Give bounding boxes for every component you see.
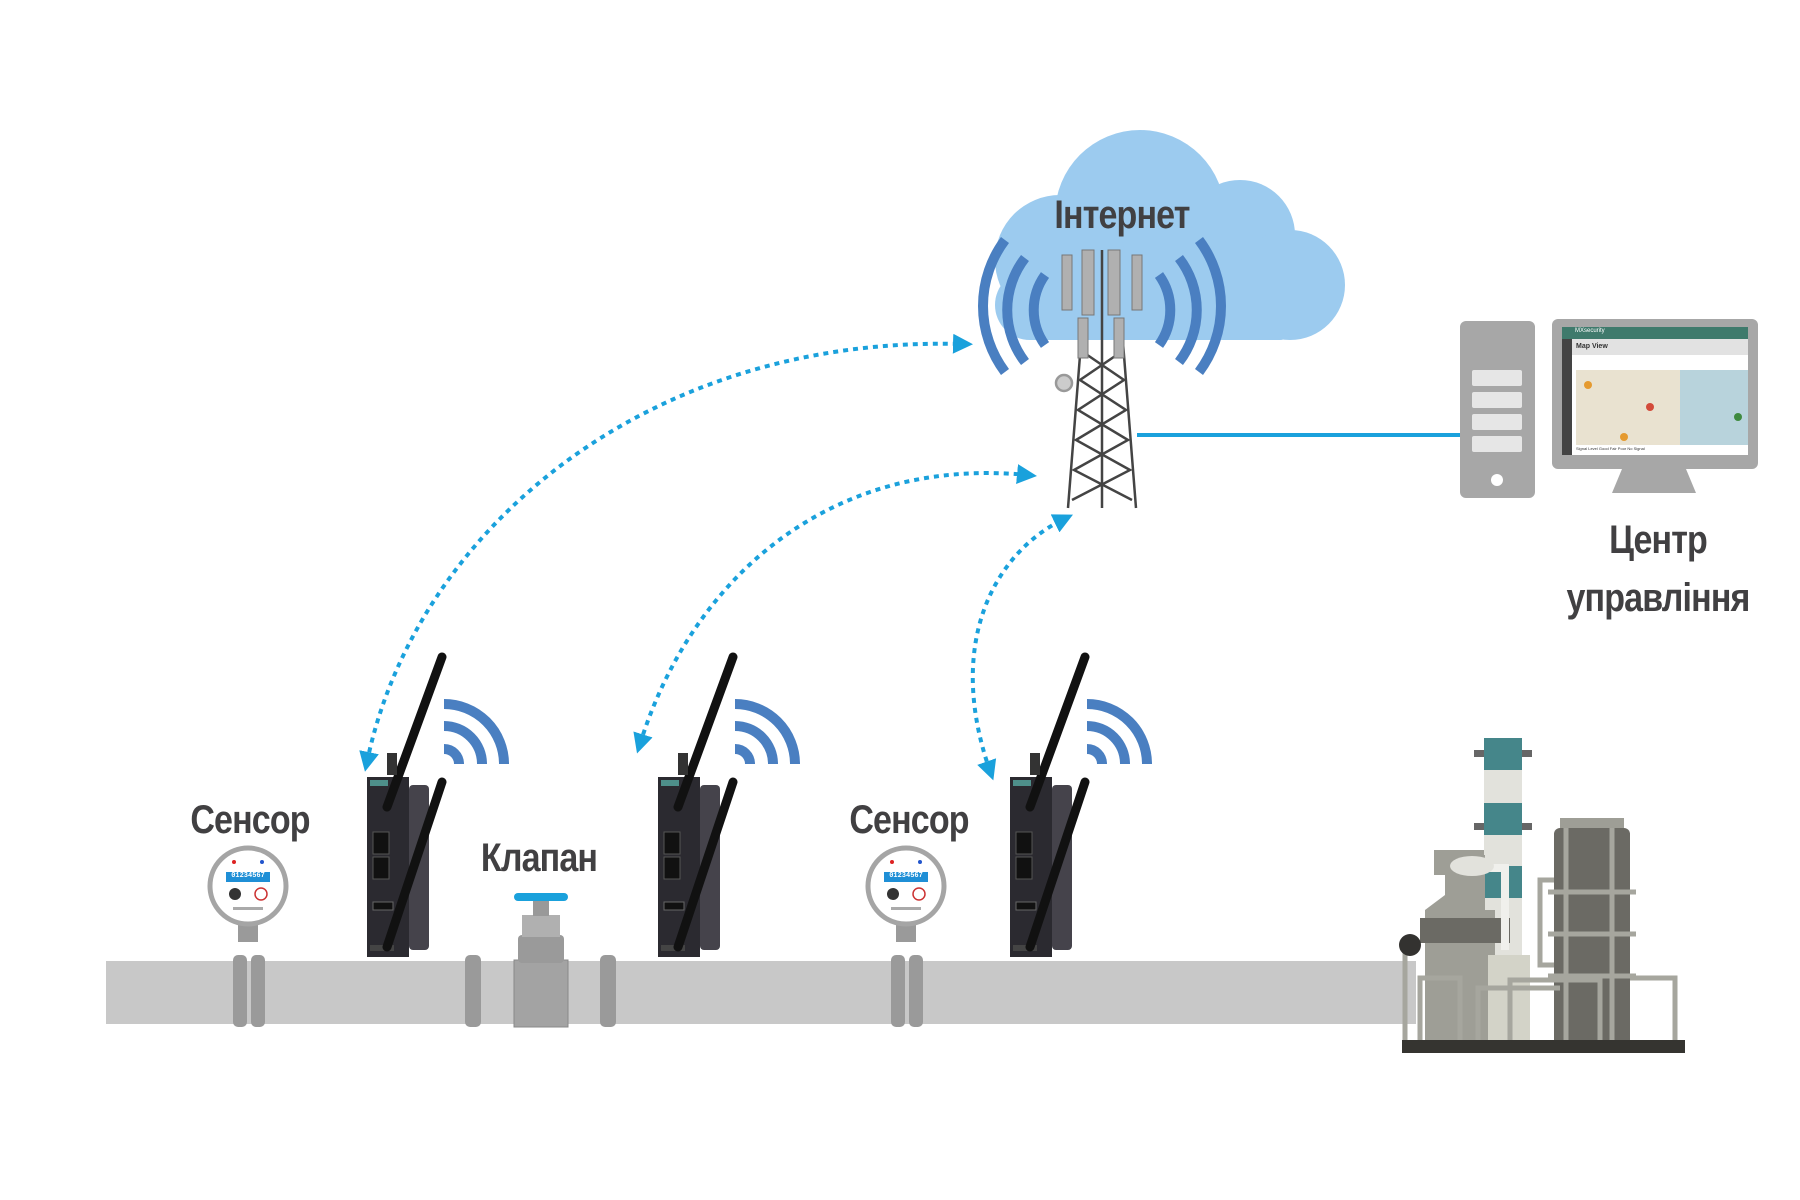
meter-reading-2: 01234567 (889, 872, 923, 880)
wifi-icon-3 (1087, 704, 1147, 764)
factory-icon (1399, 738, 1685, 1053)
cell-tower-icon (1054, 249, 1143, 509)
valve-icon (513, 893, 569, 1028)
router-2 (658, 657, 733, 957)
control-center-label-line1: Центр (1600, 518, 1715, 563)
sensor-label-1: Сенсор (180, 798, 320, 843)
server-icon (1460, 321, 1535, 498)
wireless-links (359, 333, 1073, 781)
control-center-label-line2: управління (1550, 576, 1765, 621)
control-center-label-text-1: Центр (1609, 518, 1708, 562)
wireless-link-3 (970, 514, 1073, 781)
monitor-app-name: MXsecurity (1575, 328, 1605, 334)
monitor-icon (1552, 319, 1758, 493)
sensor-label-2-text: Сенсор (849, 798, 969, 842)
meter-reading-1: 01234567 (231, 872, 265, 880)
internet-label-text: Інтернет (1054, 193, 1190, 237)
internet-label: Інтернет (1042, 193, 1201, 238)
router-1 (367, 657, 442, 957)
wifi-icon-2 (735, 704, 795, 764)
valve-label-text: Клапан (480, 836, 598, 880)
pipeline (106, 961, 1416, 1024)
wireless-link-1 (359, 333, 973, 772)
sensor-label-2: Сенсор (839, 798, 979, 843)
tower-signal-icon (978, 237, 1226, 375)
router-3 (1010, 657, 1085, 957)
sensor-gauge-2 (868, 848, 944, 942)
sensor-gauge-1 (210, 848, 286, 942)
wireless-link-2 (633, 464, 1037, 754)
cloud-icon (995, 130, 1345, 340)
monitor-view-title: Map View (1576, 343, 1608, 350)
wifi-icon-1 (444, 704, 504, 764)
sensor-label-1-text: Сенсор (190, 798, 310, 842)
valve-label: Клапан (471, 836, 608, 881)
pipe-flanges (233, 955, 923, 1027)
control-center-label-text-2: управління (1566, 576, 1750, 620)
monitor-legend: Signal Level Good Fair Poor No Signal (1576, 446, 1645, 451)
